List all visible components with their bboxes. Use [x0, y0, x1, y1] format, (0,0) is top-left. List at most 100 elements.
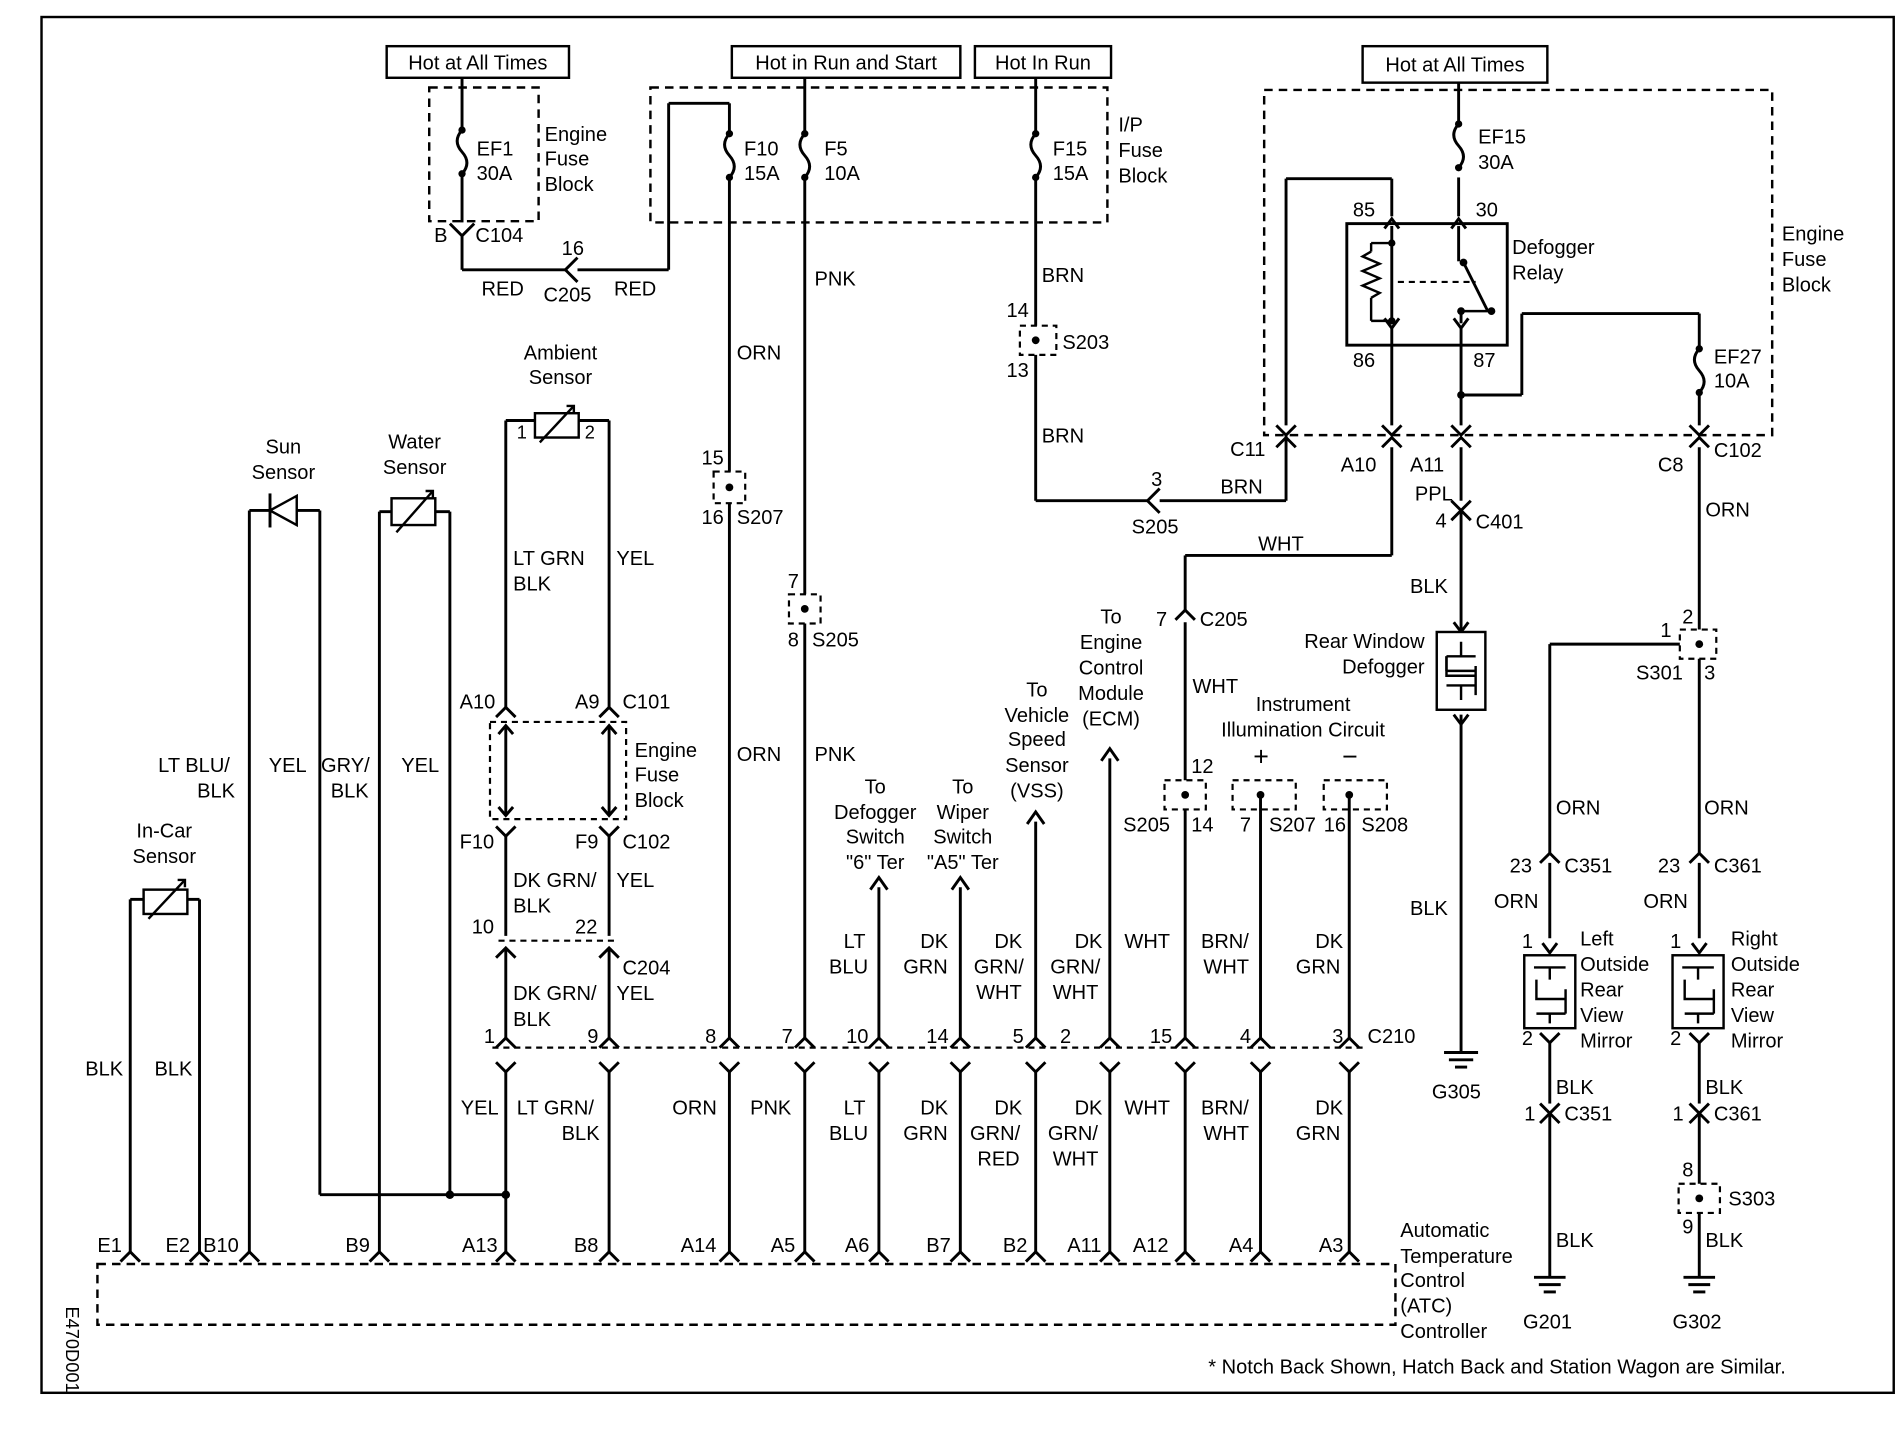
s301-pin-2: 2 [1682, 606, 1693, 628]
atc-pin-e2: E2 [165, 1235, 190, 1257]
wire-grn-bottom-1: GRN [903, 1123, 948, 1145]
sun-sensor-label: Sun Sensor [252, 436, 316, 484]
fuse-f15-amp: 15A [1053, 163, 1089, 185]
vss-label: To Vehicle Speed Sensor (VSS) [1005, 679, 1070, 802]
engine-fuse-block-label-1: Engine Fuse Block [545, 124, 607, 196]
atc-pin-a3: A3 [1319, 1235, 1344, 1257]
wire-brn-slash-1: BRN/ [1201, 931, 1249, 953]
ecm-label: To Engine Control Module (ECM) [1078, 606, 1144, 730]
s303-pin-8: 8 [1682, 1159, 1693, 1181]
s205-label-pnk: S205 [812, 630, 859, 652]
hot-at-all-times-label-1: Hot at All Times [408, 52, 547, 74]
svg-text:Switch: Switch [933, 826, 992, 848]
wire-yel-3: YEL [616, 983, 654, 1005]
svg-text:Mirror: Mirror [1731, 1031, 1784, 1053]
svg-text:"6" Ter: "6" Ter [846, 852, 905, 874]
minus-sign: − [1342, 742, 1358, 772]
wire-orn-right: ORN [1704, 797, 1749, 819]
wire-red-1: RED [481, 278, 523, 300]
atc-pin-b10: B10 [203, 1235, 239, 1257]
c101-c102-connectors [488, 705, 628, 1040]
wire-grn-slash-bottom-2: GRN/ [970, 1123, 1021, 1145]
svg-text:View: View [1580, 1005, 1624, 1027]
wire-red-2: RED [614, 278, 656, 300]
svg-text:Switch: Switch [846, 826, 905, 848]
svg-text:To: To [1100, 606, 1121, 628]
c210-pin-5: 5 [1013, 1026, 1024, 1048]
wire-yel-2: YEL [616, 870, 654, 892]
wire-dk-4: DK [1315, 931, 1343, 953]
fuse-f10-name: F10 [744, 139, 779, 161]
pnk-f5-circuit [787, 177, 822, 1040]
svg-text:Engine: Engine [1782, 224, 1844, 246]
wire-dk-bottom-4: DK [1315, 1097, 1343, 1119]
wire-blk-incar-2: BLK [155, 1059, 194, 1081]
wire-wht-brn-bottom: WHT [1203, 1123, 1249, 1145]
wire-dkgrn-slash-1: DK GRN/ [513, 870, 597, 892]
ambient-pin-1: 1 [517, 422, 527, 443]
c351-pin-23: 23 [1510, 856, 1532, 878]
fuse-ef15-amp: 30A [1478, 152, 1514, 174]
svg-text:Block: Block [635, 790, 685, 812]
c102-relay-connectors [1275, 424, 1711, 449]
wire-orn-2: ORN [737, 744, 782, 766]
svg-text:Controller: Controller [1400, 1321, 1487, 1343]
wire-wht-ecm: WHT [1124, 931, 1170, 953]
wire-ltgrn-1: LT GRN [513, 548, 585, 570]
rear-window-defogger-label: Rear Window Defogger [1304, 631, 1425, 679]
c104-label: C104 [475, 225, 523, 247]
s207-label-illum: S207 [1269, 814, 1316, 836]
svg-text:Defogger: Defogger [834, 802, 917, 824]
s203-pin-13: 13 [1007, 360, 1029, 382]
c210-pin-7: 7 [782, 1026, 793, 1048]
wire-wht-bottom: WHT [1124, 1097, 1170, 1119]
c210-pin-9: 9 [587, 1026, 598, 1048]
water-sensor-icon [377, 489, 452, 1252]
atc-pin-b7: B7 [926, 1235, 951, 1257]
svg-text:Outside: Outside [1731, 954, 1800, 976]
engine-fuse-block-ef1 [428, 86, 540, 223]
svg-text:Control: Control [1079, 658, 1144, 680]
left-mirror-pin-2: 2 [1522, 1028, 1533, 1050]
wire-blk-dkgrn-1: BLK [513, 896, 552, 918]
svg-text:Fuse: Fuse [1782, 249, 1827, 271]
c210-pin-2: 2 [1060, 1026, 1071, 1048]
defogger-switch-label: To Defogger Switch "6" Ter [834, 777, 917, 874]
atc-pin-a6: A6 [845, 1235, 870, 1257]
wire-orn-1: ORN [737, 343, 782, 365]
wire-blk-ltblu: BLK [197, 780, 236, 802]
c401-label: C401 [1476, 512, 1524, 534]
svg-text:Rear: Rear [1731, 980, 1775, 1002]
wire-ltgrn-slash-bottom: LT GRN/ [517, 1097, 595, 1119]
svg-text:Fuse: Fuse [1118, 140, 1163, 162]
engine-fuse-block-relay [1262, 88, 1774, 437]
wire-gry-slash: GRY/ [321, 755, 370, 777]
wire-orn-left-2: ORN [1494, 891, 1539, 913]
wire-brn-3: BRN [1220, 476, 1262, 498]
left-mirror-label: Left Outside Rear View Mirror [1580, 929, 1649, 1053]
svg-text:To: To [865, 777, 886, 799]
ground-g201-label: G201 [1523, 1311, 1572, 1333]
fuse-f5-amp: 10A [824, 163, 860, 185]
footnote: * Notch Back Shown, Hatch Back and Stati… [1208, 1356, 1786, 1378]
svg-text:Sensor: Sensor [529, 367, 593, 389]
right-mirror-circuit [1671, 851, 1725, 1294]
svg-text:Block: Block [545, 174, 595, 196]
c102-label-left: C102 [622, 831, 670, 853]
svg-text:Fuse: Fuse [545, 148, 590, 170]
svg-text:Block: Block [1118, 165, 1168, 187]
c361-pin-23: 23 [1658, 856, 1680, 878]
c204-label: C204 [622, 958, 670, 980]
c101-pin-a9: A9 [575, 692, 600, 714]
svg-text:Fuse: Fuse [635, 764, 680, 786]
fuse-ef27-name: EF27 [1714, 346, 1762, 368]
diagram-frame [40, 15, 1895, 1395]
svg-text:Vehicle: Vehicle [1005, 705, 1070, 727]
engine-fuse-block-label-3: Engine Fuse Block [635, 740, 697, 812]
s205-pin-3: 3 [1151, 469, 1162, 491]
wire-ppl: PPL [1415, 484, 1453, 506]
fuse-ef1-icon [455, 77, 469, 223]
defogger-relay-label-1: Defogger [1512, 237, 1595, 259]
relay-pin-30: 30 [1476, 199, 1498, 221]
